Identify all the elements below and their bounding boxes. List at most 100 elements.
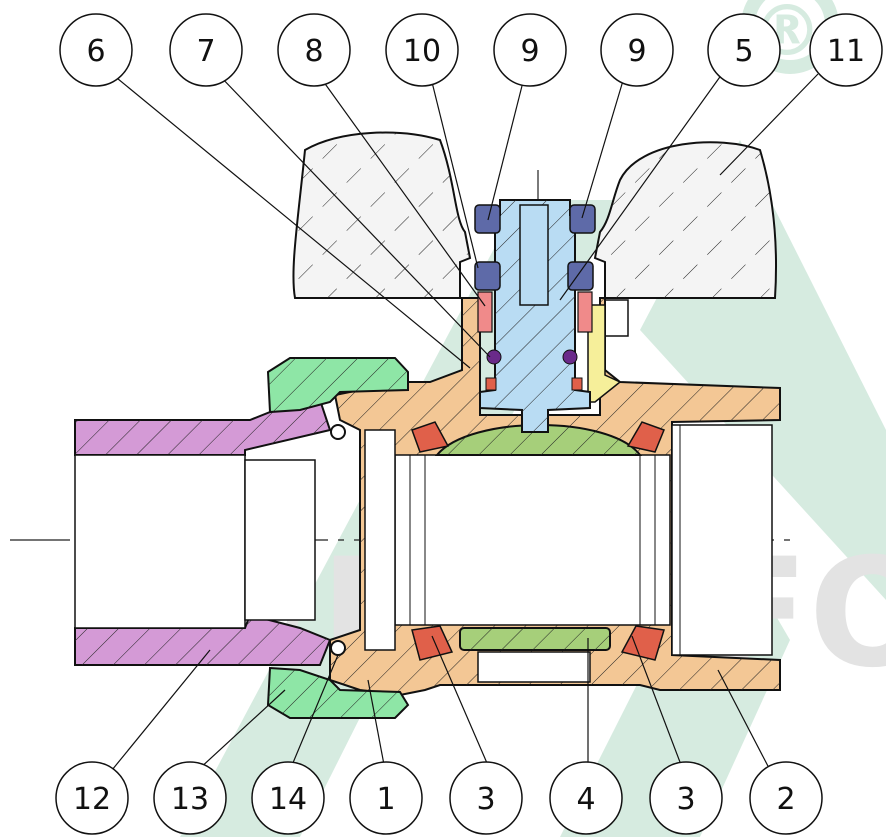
callout-label: 3 <box>676 782 695 817</box>
callout-label: 13 <box>171 782 209 817</box>
seat-top-left <box>411 421 450 453</box>
ball <box>434 424 643 683</box>
callout-label: 12 <box>73 782 111 817</box>
packing-right <box>577 291 593 333</box>
leader-10 <box>429 73 479 269</box>
seat-bottom-left <box>411 625 454 661</box>
union-oring-bottom <box>330 640 346 656</box>
leader-3b <box>631 635 684 771</box>
callout-circle <box>349 761 423 835</box>
tailpiece-bore <box>74 454 246 629</box>
leader-13 <box>197 689 286 771</box>
callout-10: 10 <box>385 13 459 87</box>
tailpiece-top-hatch <box>75 400 330 455</box>
callouts-top: 6 7 8 10 9 9 5 11 <box>59 13 883 87</box>
body-bore-right <box>671 424 773 656</box>
callout-13: 13 <box>153 761 227 835</box>
callout-3b: 3 <box>649 761 723 835</box>
nut-mid-right <box>567 261 594 291</box>
callout-14: 14 <box>251 761 325 835</box>
callout-circle <box>251 761 325 835</box>
handle-right-wing-hatch <box>595 142 777 298</box>
callout-circle <box>649 761 723 835</box>
ball-top-cap-hatch <box>437 425 640 455</box>
callout-label: 8 <box>304 34 323 69</box>
callout-circle <box>59 13 133 87</box>
seat-bottom-right <box>620 625 665 661</box>
callout-label: 6 <box>86 34 105 69</box>
ring-small-left <box>485 377 497 391</box>
body-bore-left <box>364 429 396 651</box>
seat-top-right <box>626 421 665 453</box>
callout-11: 11 <box>809 13 883 87</box>
leader-lines <box>111 73 819 771</box>
callout-5: 5 <box>707 13 781 87</box>
tailpiece-bottom-hatch <box>75 615 330 665</box>
callout-label: 4 <box>576 782 595 817</box>
body-bore-center <box>394 454 671 626</box>
callout-circle <box>55 761 129 835</box>
callouts-bottom: 12 13 14 1 3 4 3 2 <box>55 761 823 835</box>
valve-body <box>329 297 781 697</box>
callout-circle <box>449 761 523 835</box>
leader-7 <box>217 73 491 358</box>
callout-circle <box>549 761 623 835</box>
union-o-rings <box>330 424 346 656</box>
stem-slot <box>519 204 549 306</box>
handle-lever <box>292 131 778 337</box>
callout-label: 2 <box>776 782 795 817</box>
leader-9a <box>487 73 526 221</box>
ball-bottom-slot-hatch <box>460 628 610 650</box>
callout-label: 9 <box>627 34 646 69</box>
callout-2: 2 <box>749 761 823 835</box>
tailpiece-spigot <box>244 459 316 621</box>
leader-8 <box>317 73 486 307</box>
nut-top-right <box>569 204 596 234</box>
packing-nuts <box>474 204 596 291</box>
union-oring-top <box>330 424 346 440</box>
callout-label: 3 <box>476 782 495 817</box>
callout-12: 12 <box>55 761 129 835</box>
callout-circle <box>809 13 883 87</box>
callout-label: 7 <box>196 34 215 69</box>
leader-14 <box>289 654 339 771</box>
callout-label: 14 <box>269 782 307 817</box>
nut-mid-left <box>474 261 501 291</box>
callout-circle <box>707 13 781 87</box>
callout-label: 11 <box>827 34 865 69</box>
nut-top-left <box>474 204 501 234</box>
callout-circle <box>277 13 351 87</box>
ring-small-right <box>571 377 583 391</box>
leader-12 <box>111 649 211 771</box>
leader-5 <box>559 73 723 301</box>
o-rings <box>485 349 583 391</box>
callout-3a: 3 <box>449 761 523 835</box>
leader-3a <box>431 635 491 771</box>
leader-6 <box>111 73 471 369</box>
callout-4: 4 <box>549 761 623 835</box>
callout-6: 6 <box>59 13 133 87</box>
callout-circle <box>600 13 674 87</box>
callout-circle <box>169 13 243 87</box>
callout-label: 10 <box>403 34 441 69</box>
oring-left <box>486 349 502 365</box>
callout-circle <box>153 761 227 835</box>
packing-left <box>477 291 493 333</box>
callout-label: 1 <box>376 782 395 817</box>
callout-label: 5 <box>734 34 753 69</box>
callout-circle <box>749 761 823 835</box>
seat-rings <box>411 421 665 661</box>
leader-11 <box>719 73 819 176</box>
union-nut-top-hatch <box>268 358 408 412</box>
gland-packing <box>477 291 593 333</box>
stem-body-hatch <box>480 200 590 432</box>
callout-7: 7 <box>169 13 243 87</box>
callout-8: 8 <box>277 13 351 87</box>
leader-2 <box>717 669 771 771</box>
handle-left-wing-hatch <box>293 132 470 298</box>
callout-circle <box>493 13 567 87</box>
oring-right <box>562 349 578 365</box>
callout-label: 9 <box>520 34 539 69</box>
callout-circle <box>385 13 459 87</box>
